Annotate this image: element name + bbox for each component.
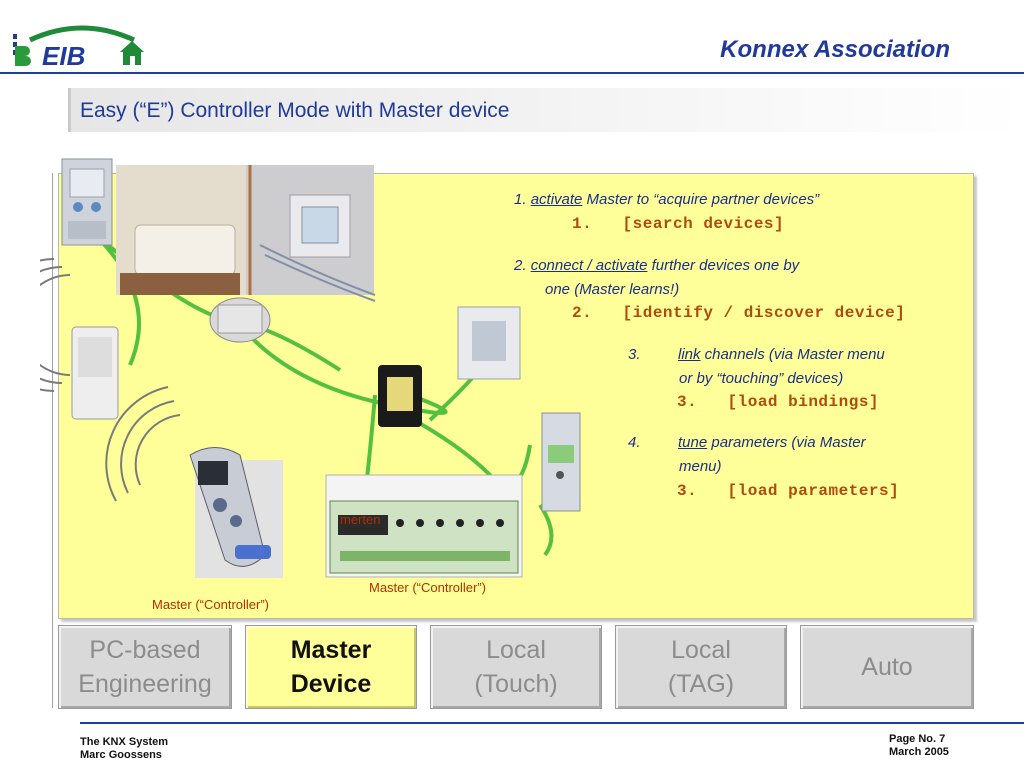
wireless-sensor [40,258,119,420]
step-3-verb: link [678,346,701,363]
header-divider [0,72,1024,74]
step-2-verb: connect / activate [530,257,648,274]
organization-title: Konnex Association [720,36,950,63]
title-band-edge [68,88,71,132]
footer-page-number: Page No. 7 [889,733,946,745]
din-rail-master-right [541,412,581,512]
mode-local-touch[interactable]: Local (Touch) [430,625,602,709]
caption-din-master: Master (“Controller”) [369,580,487,595]
step-4-command: 3. [load parameters] [677,482,900,500]
mode-label-line2: Device [290,670,372,698]
slide-title: Easy (“E”) Controller Mode with Master d… [80,99,510,122]
step-2-text: further devices one by [647,257,800,274]
footer-system-name: The KNX System [80,736,169,748]
living-room-photo [116,165,376,302]
device-illustration [40,158,581,578]
step-4-text: parameters (via Master [707,434,866,451]
step-3-number: 3. [628,346,641,363]
step-1: 1. activate Master to “acquire partner d… [514,188,819,211]
left-vertical-rule [52,173,53,708]
mode-label-line1: PC-based [89,636,201,664]
step-4-continuation: menu) [679,458,722,475]
step-2: 2. connect / activate further devices on… [514,254,799,277]
step-3: 3. link channels (via Master menu [628,343,885,366]
mode-label-line1: Auto [861,653,913,681]
step-4-number: 4. [628,434,641,451]
footer-left: The KNX System Marc Goossens [80,736,168,762]
device-brand-label: merten [340,512,381,527]
flush-mounted-module [209,297,271,343]
push-button-module [378,365,422,427]
din-rail-actuator [61,158,113,246]
mode-label-line1: Local [671,636,731,664]
svg-text:EIB: EIB [42,41,85,68]
step-1-text: Master to “acquire partner devices” [582,191,820,208]
step-3-text: channels (via Master menu [700,346,885,363]
mode-auto[interactable]: Auto [800,625,974,709]
handheld-master-remote [105,386,283,578]
presence-detector [457,306,521,380]
step-1-verb: activate [530,191,583,208]
footer-divider [80,722,1024,724]
step-2-continuation: one (Master learns!) [545,281,680,298]
step-4-verb: tune [678,434,708,451]
mode-label-line2: Engineering [78,670,212,698]
step-4: 4. tune parameters (via Master [628,431,866,454]
eib-logo: EIB [13,25,144,68]
footer-right: Page No. 7 March 2005 [889,733,949,759]
step-2-number: 2. [514,257,527,274]
mode-label-line2: (Touch) [474,670,558,698]
mode-local-tag[interactable]: Local (TAG) [615,625,787,709]
footer-date: March 2005 [889,746,949,758]
step-1-command: 1. [search devices] [572,215,785,233]
step-2-command: 2. [identify / discover device] [572,304,906,322]
caption-handheld-master: Master (“Controller”) [152,597,270,612]
mode-label-line1: Master [290,636,372,664]
step-1-number: 1. [514,191,527,208]
title-band [68,88,1024,132]
step-3-continuation: or by “touching” devices) [679,370,844,387]
footer-author: Marc Goossens [80,749,162,761]
mode-label-line1: Local [486,636,546,664]
mode-label-line2: (TAG) [667,670,735,698]
din-rail-master-device [325,474,523,578]
step-3-command: 3. [load bindings] [677,393,880,411]
